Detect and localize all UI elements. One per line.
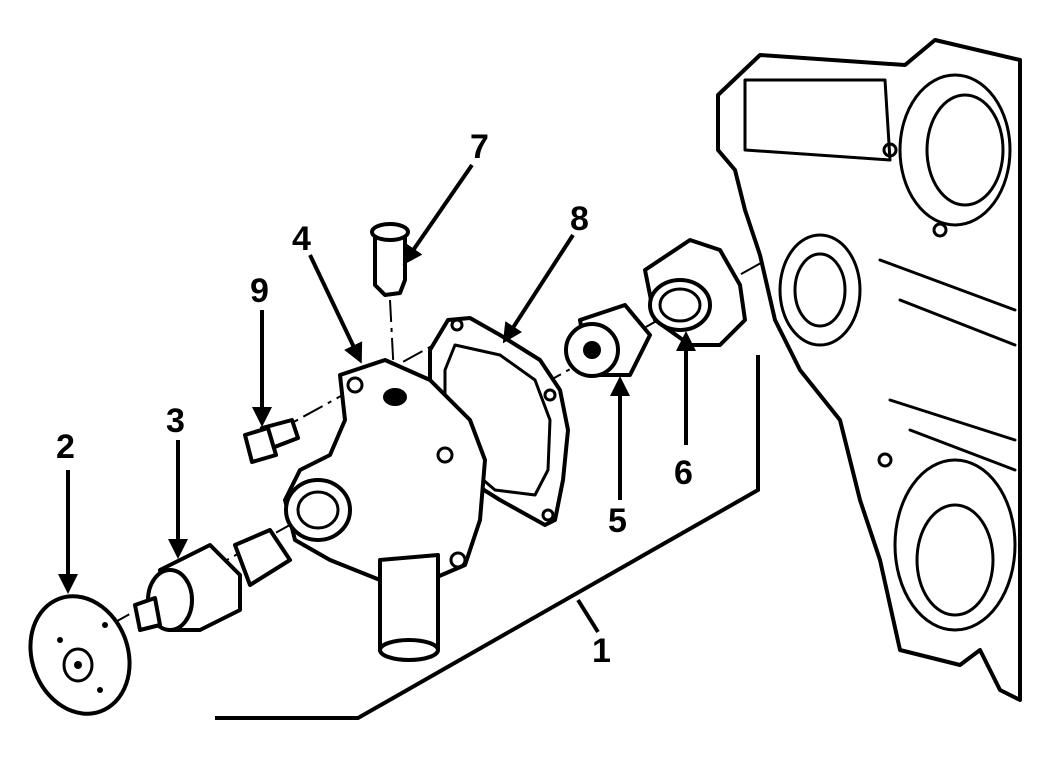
pulley-flange-part-2 [28,594,132,716]
callout-1: 1 [592,632,611,670]
callout-5: 5 [608,502,627,540]
callout-6: 6 [674,454,693,492]
seal-housing-part-6 [643,238,747,347]
callout-4: 4 [292,220,311,258]
callout-9: 9 [250,272,269,310]
leader-lines [58,163,760,720]
shaft-bearing-part-3 [133,528,292,632]
callouts: 1 2 3 4 5 6 7 8 9 [56,128,693,670]
tube-part-7 [370,222,410,297]
bolt-part-9 [243,418,300,464]
bushing-part-5 [564,303,652,378]
callout-8: 8 [570,200,589,238]
callout-3: 3 [166,402,185,440]
pump-body-part-4 [283,358,487,662]
engine-block [716,38,1022,702]
callout-7: 7 [470,128,489,166]
callout-2: 2 [56,428,75,466]
